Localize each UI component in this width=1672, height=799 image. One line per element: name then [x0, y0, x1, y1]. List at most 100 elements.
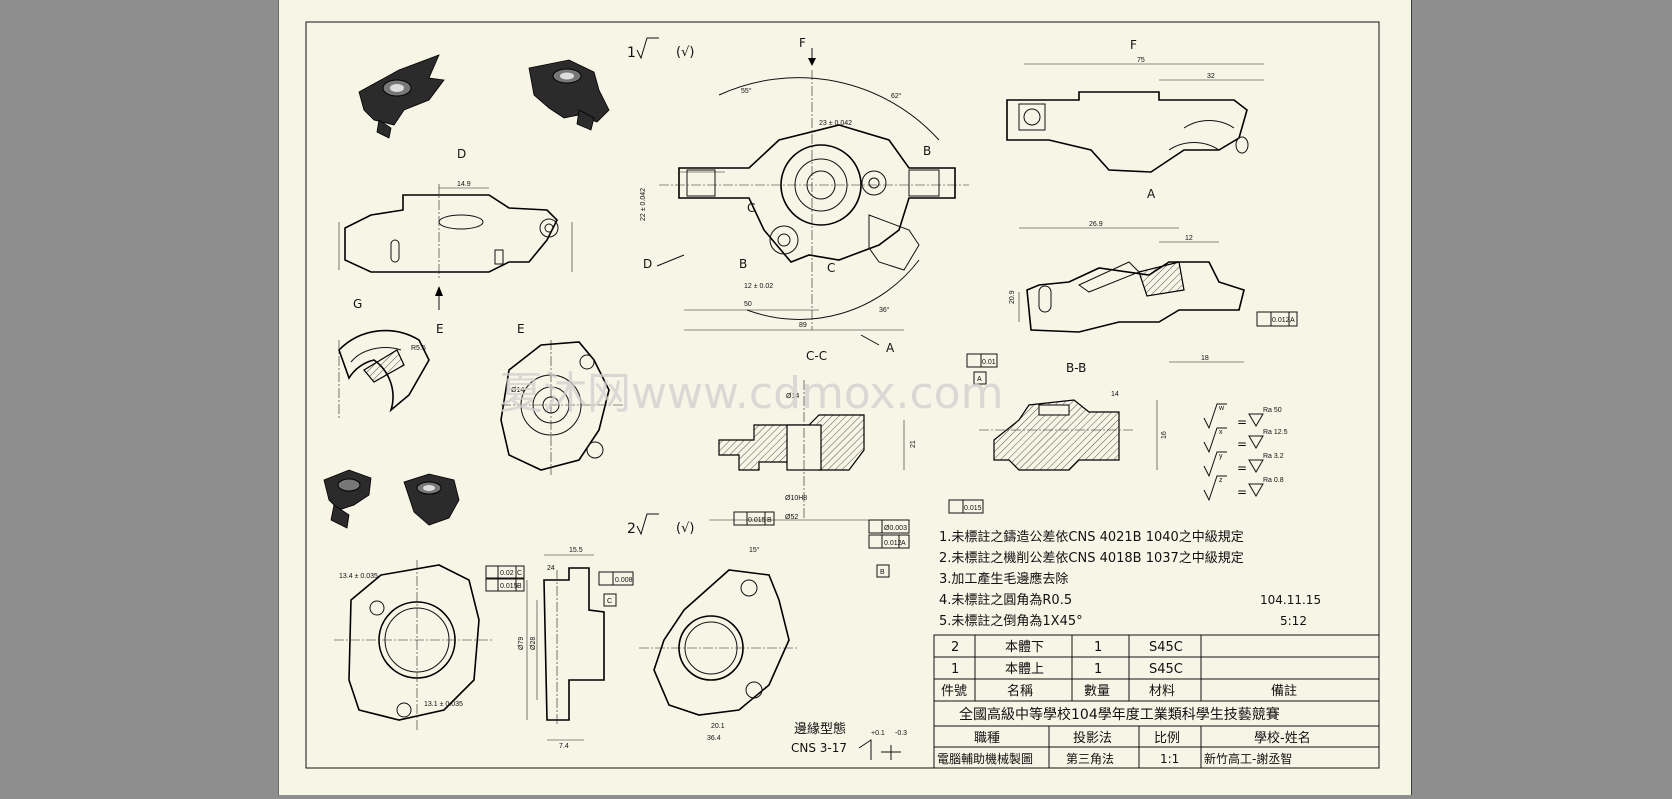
svg-text:數量: 數量	[1084, 684, 1110, 699]
edge-type-note: 邊緣型態 CNS 3-17 +0.1 -0.3	[791, 721, 907, 760]
svg-text:Ra 12.5: Ra 12.5	[1263, 429, 1288, 436]
section-BB: 14 16	[979, 391, 1168, 471]
svg-text:-0.3: -0.3	[895, 730, 907, 737]
view-A: 26.9 20.9 12 18 0.012 A	[1009, 221, 1298, 363]
label-BB: B-B	[1066, 361, 1086, 375]
part-1-material: S45C	[1149, 662, 1183, 677]
svg-text:16: 16	[1161, 431, 1168, 439]
svg-text:7.4: 7.4	[559, 743, 569, 750]
svg-text:比例: 比例	[1154, 731, 1180, 746]
position-frame: Ø0.003 0.012 A B	[868, 519, 910, 578]
svg-text:50: 50	[744, 301, 752, 308]
part-1-no: 1	[951, 662, 959, 677]
svg-text:Ra 0.8: Ra 0.8	[1263, 477, 1284, 484]
svg-text:0.01: 0.01	[982, 359, 996, 366]
svg-text:3.加工產生毛邊應去除: 3.加工產生毛邊應去除	[939, 571, 1068, 587]
svg-text:電腦輔助機械製圖: 電腦輔助機械製圖	[937, 751, 1033, 766]
svg-text:B: B	[767, 517, 772, 524]
svg-text:w: w	[1218, 405, 1225, 412]
svg-text:23 ± 0.042: 23 ± 0.042	[819, 120, 852, 127]
arrow-D-label: D	[643, 257, 652, 271]
part-2-qty: 1	[1094, 640, 1102, 655]
svg-text:Ra 3.2: Ra 3.2	[1263, 453, 1284, 460]
part-1-qty: 1	[1094, 662, 1102, 677]
flatness-frame-3: 0.008 C	[598, 571, 634, 607]
svg-text:A: A	[1290, 317, 1295, 324]
finish-row-4: z = Ra 0.8	[1203, 475, 1284, 502]
svg-text:Ra 50: Ra 50	[1263, 407, 1282, 414]
svg-text:R5.5: R5.5	[411, 345, 426, 352]
svg-text:13.1 ± 0.035: 13.1 ± 0.035	[424, 701, 463, 708]
svg-text:Ø52: Ø52	[785, 514, 798, 521]
svg-text:5.未標註之倒角為1X45°: 5.未標註之倒角為1X45°	[939, 613, 1083, 629]
flatness-frame-2: 0.015	[948, 499, 984, 514]
svg-text:1:1: 1:1	[1160, 752, 1179, 766]
part-2-material: S45C	[1149, 640, 1183, 655]
svg-text:B: B	[880, 569, 885, 576]
svg-text:2.未標註之機削公差依CNS 4018B 1037之中級規定: 2.未標註之機削公差依CNS 4018B 1037之中級規定	[939, 551, 1244, 566]
svg-text:0.012: 0.012	[884, 540, 902, 547]
finish-row-3: y = Ra 3.2	[1203, 451, 1284, 478]
surface-view2-number: 2	[627, 521, 636, 537]
arrow-E-label: E	[436, 322, 444, 336]
label-F-top: F	[799, 36, 806, 50]
svg-text:CNS 3-17: CNS 3-17	[791, 741, 847, 755]
svg-text:材料: 材料	[1149, 684, 1175, 699]
label-F-right: F	[1130, 38, 1137, 52]
part-2-name: 本體下	[1005, 640, 1044, 655]
svg-text:件號: 件號	[941, 684, 967, 699]
svg-text:A: A	[901, 540, 906, 547]
counterbore-frames: 0.02 C 0.015 B	[485, 565, 525, 592]
svg-text:1.未標註之鑄造公差依CNS 4021B 1040之中級規定: 1.未標註之鑄造公差依CNS 4021B 1040之中級規定	[939, 530, 1244, 545]
svg-text:12: 12	[1185, 235, 1193, 242]
svg-text:15.5: 15.5	[569, 547, 583, 554]
svg-text:22 ± 0.042: 22 ± 0.042	[640, 188, 647, 221]
svg-text:C: C	[607, 598, 612, 605]
svg-text:0.008: 0.008	[615, 577, 633, 584]
arrow-C-top-label: C	[747, 201, 755, 215]
arrow-B-top-label: B	[923, 144, 931, 158]
svg-text:0.015: 0.015	[748, 517, 766, 524]
main-top-view: 50 89 23 ± 0.042 22 ± 0.042 12 ± 0.02 55…	[640, 70, 969, 331]
drawing-scale-note: 5:12	[1280, 614, 1307, 628]
part-1-name: 本體上	[1005, 662, 1044, 677]
view-G: R5.5	[338, 329, 430, 420]
svg-text:24: 24	[547, 565, 555, 572]
svg-text:0.015: 0.015	[964, 505, 982, 512]
part-2-no: 2	[951, 640, 959, 655]
svg-text:+0.1: +0.1	[871, 730, 885, 737]
svg-text:0.02: 0.02	[500, 570, 514, 577]
bottom-view-right: 15° 36.4 20.1	[639, 546, 799, 742]
svg-text:A: A	[977, 376, 982, 383]
svg-text:75: 75	[1137, 57, 1145, 64]
view-E: Ø14	[500, 340, 624, 475]
notes: 1.未標註之鑄造公差依CNS 4021B 1040之中級規定 2.未標註之機削公…	[939, 530, 1321, 629]
svg-text:B: B	[517, 583, 522, 590]
svg-text:21: 21	[910, 440, 917, 448]
svg-text:新竹高工-謝丞智: 新竹高工-謝丞智	[1204, 751, 1292, 766]
svg-text:Ø0.003: Ø0.003	[884, 525, 907, 532]
label-CC: C-C	[806, 349, 827, 363]
engineering-drawing: D 14.9 E G R5.5 E Ø14 1 (√)	[305, 21, 1380, 769]
surface-view1-number: 1	[627, 45, 636, 61]
svg-text:投影法: 投影法	[1073, 730, 1112, 746]
circularity-frame: 0.015 B	[733, 511, 775, 526]
svg-text:名稱: 名稱	[1007, 683, 1033, 699]
view-F: 75 32	[1006, 57, 1264, 173]
svg-text:14.9: 14.9	[457, 181, 471, 188]
svg-text:職種: 職種	[974, 730, 1000, 746]
bottom-view-middle: 15.5 24 Ø79 Ø28 7.4	[518, 547, 605, 750]
drawing-sheet: D 14.9 E G R5.5 E Ø14 1 (√)	[278, 0, 1412, 795]
svg-text:Ø28: Ø28	[530, 637, 537, 650]
svg-text:20.9: 20.9	[1009, 290, 1016, 304]
svg-text:55°: 55°	[741, 87, 752, 95]
svg-text:學校-姓名: 學校-姓名	[1254, 730, 1311, 746]
watermark: 夏沐网www.cdmox.com	[499, 368, 1003, 419]
svg-text:26.9: 26.9	[1089, 221, 1103, 228]
svg-text:第三角法: 第三角法	[1066, 752, 1114, 766]
arrow-B-bottom-label: B	[739, 257, 747, 271]
svg-text:=: =	[1237, 461, 1247, 475]
svg-text:89: 89	[799, 322, 807, 329]
parts-list: 2 本體下 1 S45C 1 本體上 1 S45C 件號 名稱 數量 材料 備註	[933, 634, 1380, 702]
